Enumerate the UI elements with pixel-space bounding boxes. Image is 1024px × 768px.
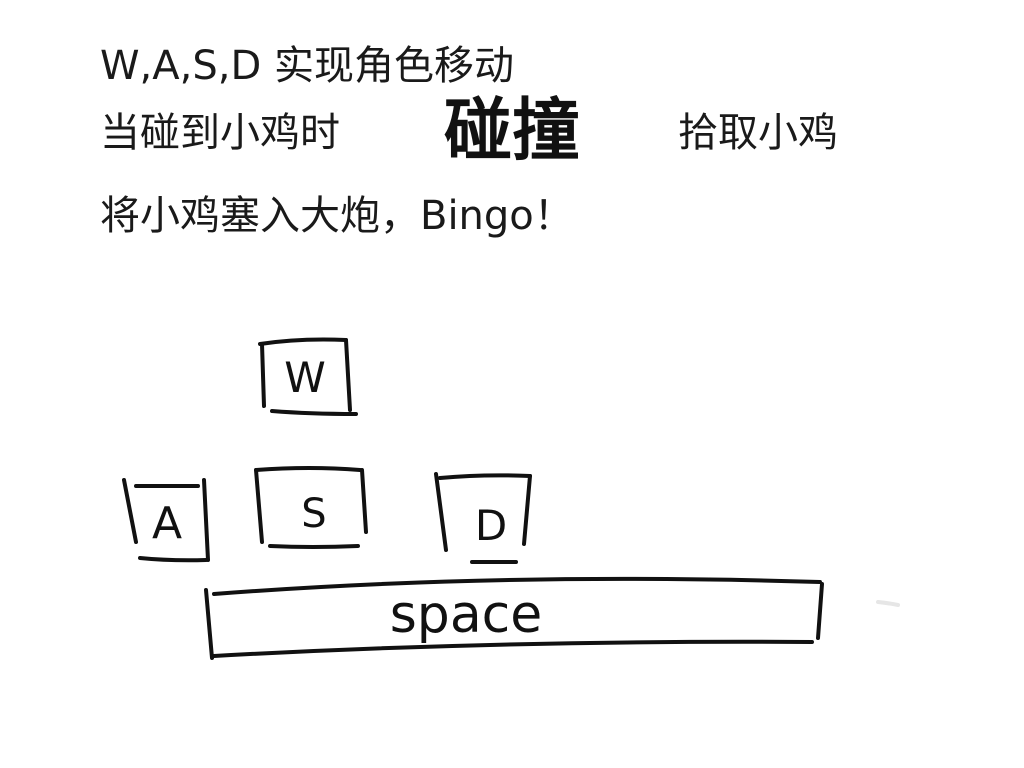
key-space-label: space (390, 585, 543, 645)
key-d-label: D (475, 501, 507, 550)
key-w-label: W (284, 353, 326, 402)
key-space: space (204, 576, 824, 660)
key-a: A (122, 478, 210, 563)
key-a-label: A (152, 498, 182, 549)
smudge-mark (876, 600, 900, 607)
key-w: W (258, 337, 358, 416)
instruction-move: W,A,S,D 实现角色移动 (100, 43, 514, 89)
instruction-collide-suffix: 拾取小鸡 (678, 110, 838, 156)
instruction-collide-prefix: 当碰到小鸡时 (100, 110, 340, 156)
key-d: D (434, 472, 532, 564)
instruction-collide-emphasis: 碰撞 (444, 92, 581, 171)
key-s: S (254, 466, 368, 549)
key-s-label: S (301, 491, 326, 537)
instruction-cannon: 将小鸡塞入大炮，Bingo！ (100, 193, 574, 239)
